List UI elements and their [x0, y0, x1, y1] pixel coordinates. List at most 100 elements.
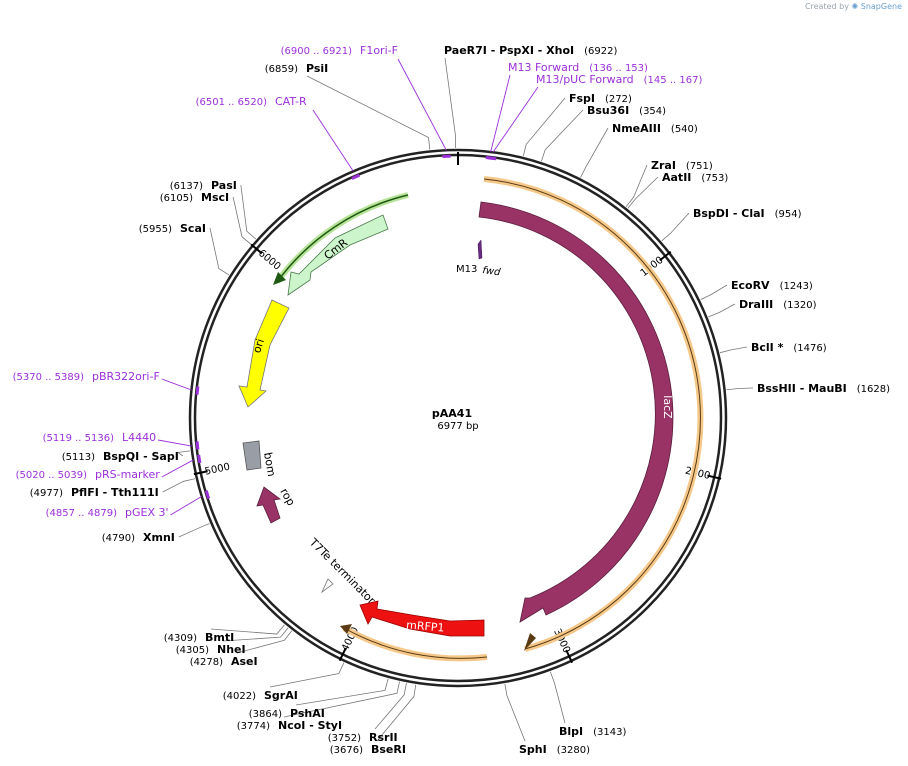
site-leader-line-27 — [240, 184, 257, 240]
site-position: (1476) — [793, 343, 826, 354]
scale-tick-2 — [565, 649, 574, 664]
feature-bom — [242, 440, 262, 471]
feature-m13-fwd — [477, 239, 483, 260]
primer-mark-4 — [195, 386, 200, 395]
scale-tick-3 — [338, 647, 347, 662]
site-position: (1628) — [857, 384, 890, 395]
primer-mark-7 — [204, 490, 211, 499]
site-position: (6137) — [170, 181, 203, 192]
primer-leader-line-7 — [170, 495, 202, 516]
site-enzyme-names: MscI — [201, 191, 229, 204]
feature-label-fwd: fwd — [482, 265, 502, 278]
site-enzyme-names: BspQI - SapI — [103, 450, 179, 463]
primer-label-5: L4440(5119 .. 5136) — [43, 431, 157, 444]
feature-label-t7te-terminator: T7Te terminator — [306, 535, 378, 607]
scale-tick-label-4: 5000 — [204, 462, 231, 478]
site-enzyme-names: PshAI — [290, 707, 325, 720]
feature-label-lacz: lacZ — [661, 395, 674, 419]
site-leader-line-12 — [549, 671, 566, 724]
site-leader-line-2 — [522, 97, 566, 157]
site-enzyme-names: RsrII — [369, 731, 398, 744]
site-leader-line-8 — [700, 284, 728, 300]
site-position: (954) — [775, 209, 802, 220]
site-label-14: (3676)BseRI — [330, 743, 406, 756]
site-enzyme-names: AatII — [662, 171, 691, 184]
site-labels: (6922)PaeR7I - PspXI - XhoI(6859)PsiI(27… — [30, 44, 890, 756]
orf-highlight-cmr-core — [276, 194, 409, 283]
watermark-created-by: Created by — [804, 2, 849, 11]
site-enzyme-names: ScaI — [180, 222, 206, 235]
site-label-9: (1320)DraIII — [739, 298, 817, 311]
primer-range: (145 .. 167) — [644, 75, 703, 86]
site-position: (6922) — [584, 46, 617, 57]
site-position: (751) — [686, 161, 713, 172]
site-position: (4309) — [164, 633, 197, 644]
site-position: (4305) — [176, 645, 209, 656]
primer-label-1: CAT-R(6501 .. 6520) — [196, 95, 307, 108]
site-enzyme-names: BmtI — [205, 631, 234, 644]
site-leader-line-13 — [504, 683, 526, 742]
site-label-24: (5113)BspQI - SapI — [62, 450, 179, 463]
site-enzyme-names: EcoRV — [731, 279, 770, 292]
site-leader-line-16 — [283, 681, 400, 718]
site-position: (3280) — [557, 745, 590, 756]
plasmid-name: pAA41 — [432, 407, 472, 420]
site-label-8: (1243)EcoRV — [731, 279, 813, 292]
site-label-27: (6137) PasI — [170, 179, 237, 192]
primer-leader-line-6 — [161, 459, 194, 478]
site-enzyme-names: BlpI — [559, 725, 583, 738]
site-enzyme-names: PasI — [211, 179, 237, 192]
site-leader-line-15 — [374, 682, 407, 730]
site-label-17: (3864)PshAI — [249, 707, 325, 720]
site-leader-line-5 — [625, 164, 648, 207]
feature-ori — [238, 299, 290, 408]
scale-tick-5 — [250, 243, 263, 255]
feature-lacz — [478, 201, 674, 623]
site-leader-line-9 — [708, 303, 736, 318]
snapgene-logo-icon: ✺ — [851, 2, 859, 11]
primer-name: pBR322ori-F — [92, 370, 160, 383]
primer-name: F1ori-F — [360, 44, 398, 57]
orf-highlight-mrfp1-core — [343, 627, 488, 659]
site-enzyme-names: DraIII — [739, 298, 773, 311]
site-position: (6859) — [265, 64, 298, 75]
orf-highlight-mrfp1-arrowhead — [340, 624, 352, 634]
site-position: (5955) — [139, 224, 172, 235]
feature-label-rop: rop — [277, 486, 297, 508]
site-position: (4022) — [223, 691, 256, 702]
site-position: (354) — [639, 106, 666, 117]
site-leader-line-4 — [580, 127, 609, 178]
feature-label-m13: M13 — [456, 264, 477, 275]
primer-name: M13 Forward — [508, 61, 579, 74]
orf-highlight-lacz-core — [483, 178, 701, 650]
feature-label-bom: bom — [261, 451, 278, 477]
backbone-outer-ring — [188, 148, 728, 688]
site-leader-line-21 — [210, 624, 285, 635]
primer-name: CAT-R — [275, 95, 307, 108]
site-leader-line-0 — [444, 57, 457, 149]
site-position: (753) — [701, 173, 728, 184]
site-label-5: (751)ZraI — [651, 159, 713, 172]
site-leader-line-11 — [726, 387, 754, 391]
site-leader-line-26 — [232, 196, 252, 245]
site-label-1: (6859)PsiI — [265, 62, 329, 75]
site-label-26: (6105)MscI — [160, 191, 229, 204]
site-label-0: (6922) PaeR7I - PspXI - XhoI — [444, 44, 618, 57]
primer-range: (5119 .. 5136) — [43, 433, 115, 444]
primer-leader-line-5 — [158, 439, 192, 447]
site-leader-line-18 — [269, 662, 345, 688]
feature-t7te-terminator — [320, 578, 334, 594]
primer-label-7: pGEX 3'(4857 .. 4879) — [46, 506, 169, 519]
site-position: (3752) — [328, 733, 361, 744]
site-enzyme-names: NheI — [217, 643, 246, 656]
site-label-11: (1628)BssHII - MauBI — [757, 382, 890, 395]
site-enzyme-names: FspI — [569, 92, 595, 105]
site-enzyme-names: PaeR7I - PspXI - XhoI — [444, 44, 574, 57]
primer-marks — [158, 58, 539, 516]
primer-name: pGEX 3' — [125, 506, 169, 519]
primer-range: (5020 .. 5039) — [16, 470, 88, 481]
site-label-16: (3774)NcoI - StyI — [237, 719, 342, 732]
scale-tick-label-5: 6000 — [256, 248, 283, 273]
primer-mark-5 — [195, 441, 200, 450]
